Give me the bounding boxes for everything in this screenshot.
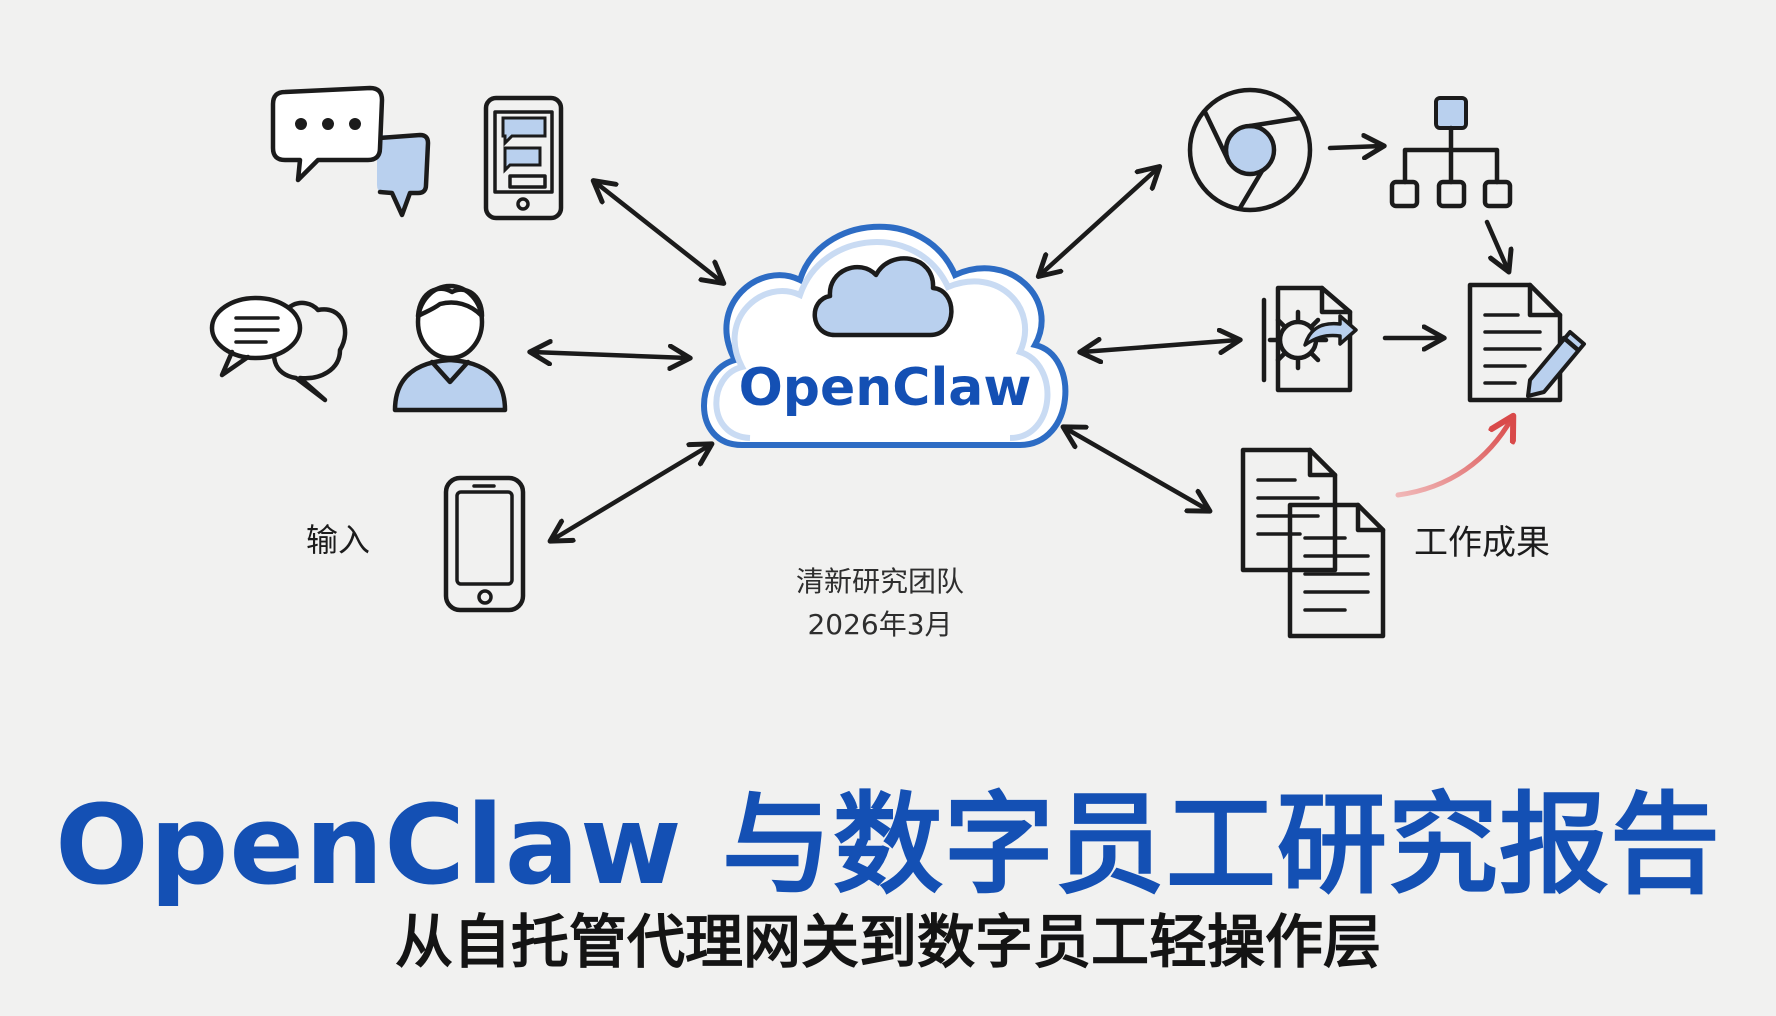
arrow-browser-to-chart <box>1327 146 1382 148</box>
arrow-middle-left <box>532 352 688 358</box>
org-chart-icon <box>1389 96 1513 209</box>
user-icon <box>392 283 508 413</box>
documents-icon <box>1240 447 1386 639</box>
gear-automation-icon <box>1261 285 1358 393</box>
date-credit: 2026年3月 <box>807 608 953 641</box>
input-label: 输入 <box>306 521 371 559</box>
arrow-middle-right <box>1082 340 1238 352</box>
smartphone-icon <box>443 475 526 613</box>
phone-chat-icon <box>483 95 564 221</box>
arrow-bottom-right <box>1065 428 1208 510</box>
arrow-bottom-left <box>552 445 710 540</box>
chat-bubbles-icon <box>270 85 431 218</box>
openclaw-cloud-node: OpenClaw <box>701 223 1069 448</box>
page-subtitle: 从自托管代理网关到数字员工轻操作层 <box>394 908 1381 976</box>
browser-icon <box>1187 87 1313 213</box>
speech-bubbles-icon <box>209 295 348 403</box>
arrow-top-right <box>1040 168 1158 275</box>
team-credit: 清新研究团队 <box>795 565 964 598</box>
arrow-top-left <box>595 182 722 282</box>
small-cloud-icon <box>812 256 954 338</box>
arrow-chart-to-doc <box>1484 219 1508 270</box>
document-edit-icon <box>1467 282 1586 403</box>
arrow-red-highlight <box>1395 418 1512 498</box>
openclaw-node-label: OpenClaw <box>739 358 1032 418</box>
output-label: 工作成果 <box>1414 523 1550 563</box>
page-title: OpenClaw 与数字员工研究报告 <box>55 781 1721 909</box>
